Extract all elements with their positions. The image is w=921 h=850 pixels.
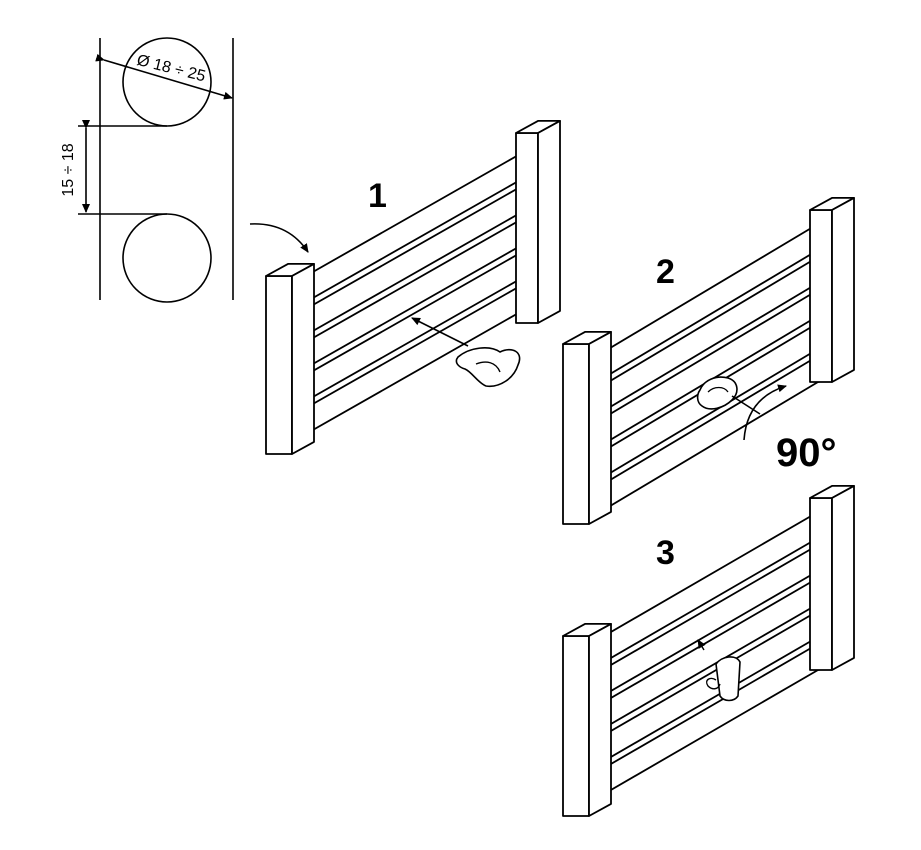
step-2-label: 2 — [656, 253, 675, 291]
radiator-post-right — [809, 196, 855, 383]
radiator-post-left — [562, 330, 612, 525]
radiator-step-1 — [265, 120, 561, 455]
bracket-clip-icon — [455, 347, 521, 388]
tube-spacing-label: 15 ÷ 18 — [60, 143, 77, 196]
radiator-post-right — [515, 120, 561, 324]
rotate-arrow-icon — [743, 384, 787, 441]
step-1-label: 1 — [368, 177, 387, 215]
radiator-step-3 — [562, 484, 855, 817]
radiator-post-left — [265, 262, 315, 455]
radiator-step-2 — [562, 196, 855, 525]
insert-arrow-icon — [411, 317, 469, 347]
rotation-angle-label: 90° — [776, 431, 837, 475]
tube-dimension-detail — [78, 37, 234, 303]
radiator-post-left — [562, 623, 612, 817]
radiator-posts — [562, 484, 855, 817]
radiator-posts — [562, 196, 855, 525]
step-3-label: 3 — [656, 534, 675, 572]
radiator-tubes — [584, 511, 827, 806]
curved-arrow-icon — [249, 223, 309, 253]
radiator-posts — [265, 120, 561, 455]
radiator-post-right — [809, 484, 855, 671]
radiator-tubes — [289, 152, 531, 444]
radiator-tubes — [584, 223, 827, 522]
bracket-clip-icon — [696, 376, 738, 410]
bracket-clip-icon — [715, 656, 741, 702]
